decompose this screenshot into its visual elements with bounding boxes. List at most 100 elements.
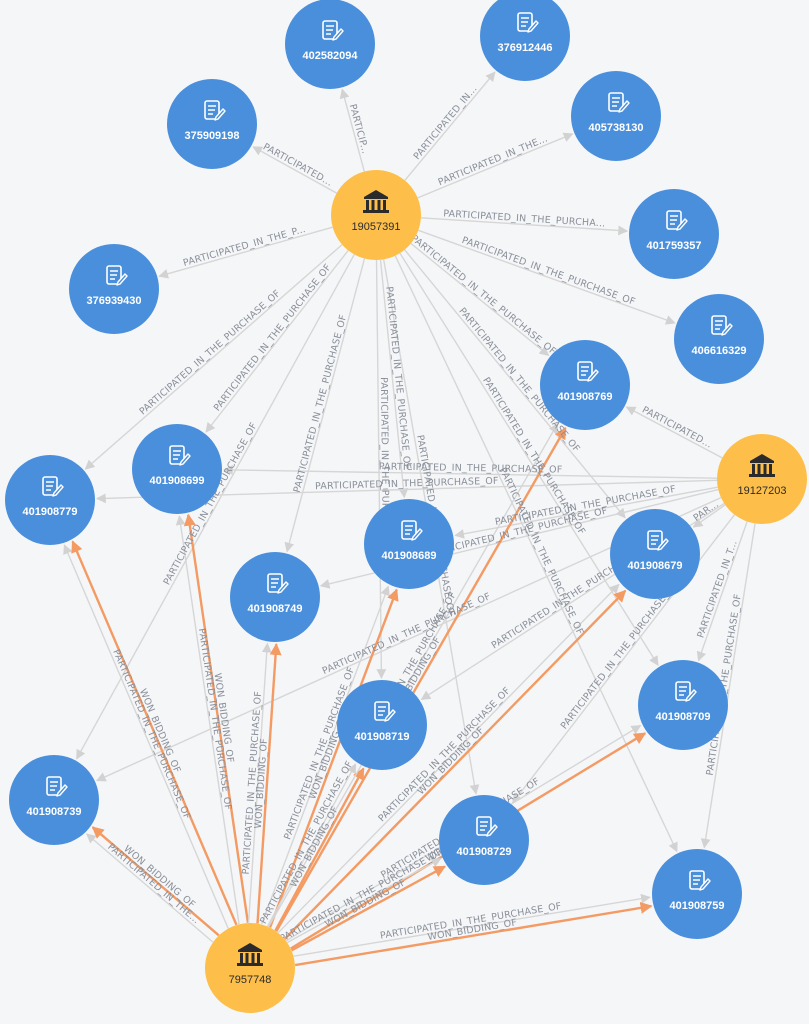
node-circle[interactable] (364, 499, 454, 589)
participated-edge-7957748-401908689[interactable] (260, 585, 390, 925)
participated-edge-19057391-405738130[interactable] (417, 132, 574, 199)
node-circle[interactable] (717, 434, 807, 524)
node-circle[interactable] (230, 552, 320, 642)
participated-edge-19057391-402582094[interactable] (339, 88, 365, 172)
won-bidding-edge-7957748-401908769[interactable] (275, 426, 567, 932)
participated-edge-19127203-401908679[interactable] (692, 504, 726, 528)
contract-node-376939430[interactable]: 376939430 (69, 244, 159, 334)
node-circle[interactable] (439, 795, 529, 885)
participated-edge-19127203-401908709[interactable] (696, 521, 748, 662)
participated-edge-19057391-401908709[interactable] (399, 252, 659, 667)
contract-node-401908679[interactable]: 401908679 (610, 509, 700, 599)
participated-edge-7957748-401908759[interactable] (293, 893, 651, 957)
participated-edge-7957748-401908749[interactable] (247, 642, 272, 923)
participated-edge-7957748-401908699[interactable] (175, 515, 240, 925)
won-bidding-edge-7957748-401908739[interactable] (91, 826, 220, 937)
participated-edge-19057391-406616329[interactable] (418, 229, 676, 325)
won-bidding-edge-7957748-401908689[interactable] (268, 588, 399, 928)
contract-node-401908779[interactable]: 401908779 (5, 455, 95, 545)
won-bidding-edge-7957748-401908679[interactable] (283, 589, 627, 940)
participated-edge-19057391-376912446[interactable] (404, 71, 496, 181)
contract-node-401908729[interactable]: 401908729 (439, 795, 529, 885)
won-bidding-edge-7957748-401908699[interactable] (183, 513, 250, 923)
participated-edge-19127203-401908759[interactable] (700, 523, 756, 849)
contract-node-405738130[interactable]: 405738130 (571, 71, 661, 161)
node-circle[interactable] (480, 0, 570, 81)
participated-edge-19057391-401908779[interactable] (84, 244, 343, 470)
edge-label: PARTICIPATED... (640, 405, 714, 451)
won-bidding-edge-7957748-401908719[interactable] (274, 767, 365, 932)
node-label: 401908779 (22, 506, 77, 518)
organization-node-7957748[interactable]: 7957748 (205, 923, 295, 1013)
node-label: 401908699 (149, 475, 204, 487)
node-circle[interactable] (337, 680, 427, 770)
organization-node-19057391[interactable]: 19057391 (331, 170, 421, 260)
contract-node-401908749[interactable]: 401908749 (230, 552, 320, 642)
node-circle[interactable] (638, 660, 728, 750)
node-label: 401908749 (247, 603, 302, 615)
node-label: 401908759 (669, 900, 724, 912)
participated-edge-19127203-401908699[interactable] (223, 465, 718, 479)
participated-edge-19057391-375909198[interactable] (252, 146, 337, 194)
edges-layer (63, 71, 756, 967)
node-circle[interactable] (540, 340, 630, 430)
contract-node-402582094[interactable]: 402582094 (285, 0, 375, 89)
participated-edge-7957748-401908729[interactable] (286, 857, 442, 944)
won-bidding-edge-7957748-401908749[interactable] (256, 642, 282, 924)
won-bidding-edge-7957748-401908729[interactable] (291, 865, 446, 952)
node-label: 402582094 (302, 50, 358, 62)
node-circle[interactable] (167, 79, 257, 169)
participated-edge-19057391-376939430[interactable] (158, 226, 333, 279)
node-label: 401908709 (655, 711, 710, 723)
organization-node-19127203[interactable]: 19127203 (717, 434, 807, 524)
participated-edge-7957748-401908739[interactable] (86, 833, 214, 943)
edge-label: PARTICIP... (347, 103, 371, 155)
participated-edge-7957748-401908779[interactable] (63, 544, 229, 929)
contract-node-375909198[interactable]: 375909198 (167, 79, 257, 169)
node-circle[interactable] (674, 294, 764, 384)
contract-node-401908709[interactable]: 401908709 (638, 660, 728, 750)
participated-edge-19127203-401908769[interactable] (625, 406, 723, 459)
node-circle[interactable] (132, 424, 222, 514)
edge-label: WON_BIDDING_OF (415, 725, 486, 797)
participated-edge-19057391-401908689[interactable] (379, 259, 409, 499)
contract-node-401908699[interactable]: 401908699 (132, 424, 222, 514)
contract-node-401908719[interactable]: 401908719 (337, 680, 427, 770)
contract-node-401908739[interactable]: 401908739 (9, 755, 99, 845)
participated-edge-19057391-401908739[interactable] (76, 254, 355, 760)
participated-edge-19127203-401908689[interactable] (454, 486, 718, 539)
contract-node-376912446[interactable]: 376912446 (480, 0, 570, 81)
participated-edge-7957748-401908769[interactable] (267, 422, 559, 928)
participated-edge-7957748-401908719[interactable] (266, 763, 357, 927)
node-label: 376939430 (86, 295, 141, 307)
node-circle[interactable] (205, 923, 295, 1013)
won-bidding-edge-7957748-401908779[interactable] (71, 540, 238, 926)
contract-node-401759357[interactable]: 401759357 (629, 189, 719, 279)
participated-edge-7957748-401908679[interactable] (277, 583, 620, 934)
node-circle[interactable] (629, 189, 719, 279)
contract-node-406616329[interactable]: 406616329 (674, 294, 764, 384)
node-circle[interactable] (610, 509, 700, 599)
node-circle[interactable] (285, 0, 375, 89)
node-label: 19127203 (738, 485, 787, 497)
node-circle[interactable] (5, 455, 95, 545)
edge-label: WON_BIDDING_OF (121, 843, 197, 910)
participated-edge-19057391-401908749[interactable] (284, 258, 366, 553)
node-label: 19057391 (352, 221, 401, 233)
node-circle[interactable] (652, 849, 742, 939)
node-circle[interactable] (69, 244, 159, 334)
participated-edge-19057391-401908699[interactable] (205, 249, 349, 433)
node-circle[interactable] (9, 755, 99, 845)
node-circle[interactable] (331, 170, 421, 260)
participated-edge-19057391-401908759[interactable] (394, 255, 678, 853)
contract-node-401908759[interactable]: 401908759 (652, 849, 742, 939)
contract-node-401908689[interactable]: 401908689 (364, 499, 454, 589)
contract-node-401908769[interactable]: 401908769 (540, 340, 630, 430)
participated-edge-19057391-401908679[interactable] (404, 249, 626, 519)
node-circle[interactable] (571, 71, 661, 161)
participated-edge-19057391-401908769[interactable] (410, 242, 550, 356)
won-bidding-edge-7957748-401908759[interactable] (294, 901, 653, 967)
edge-label: PARTICIPATED_IN_THE_PURCHASE_OF (379, 461, 563, 475)
participated-edge-19057391-401759357[interactable] (420, 217, 629, 236)
